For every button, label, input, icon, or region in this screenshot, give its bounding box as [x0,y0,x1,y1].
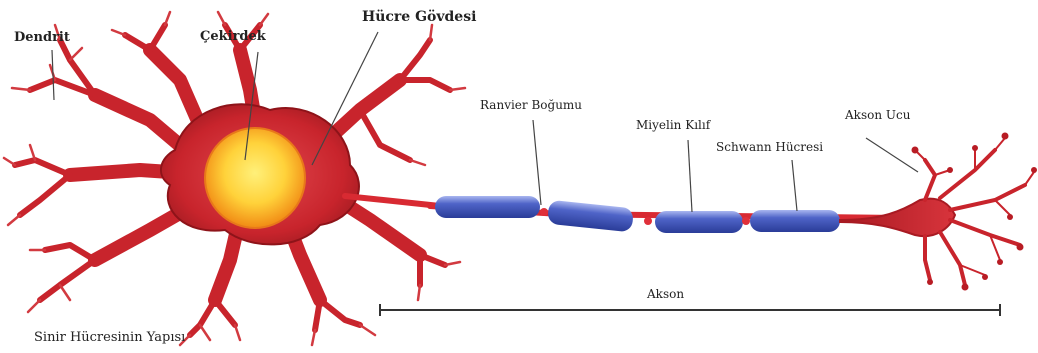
label-akson: Akson [647,287,684,301]
myelin-segment [435,196,540,218]
label-dendrit: Dendrit [14,30,70,45]
leader-line-schwann [792,160,797,211]
ranvier-node [644,217,652,225]
nucleus [205,128,305,228]
leader-line-ranvier [533,120,541,205]
myelin-segment [750,210,840,232]
label-hucre-govdesi: Hücre Gövdesi [362,9,476,25]
label-ranvier-bogumu: Ranvier Boğumu [480,98,582,112]
label-schwann-hucresi: Schwann Hücresi [716,140,823,154]
ranvier-node [742,217,750,225]
leader-line-miyelin [688,140,692,212]
myelin-segment [655,211,743,233]
diagram-caption: Sinir Hücresinin Yapısı [34,330,185,345]
axon-span-bracket [380,304,1000,316]
label-cekirdek: Çekirdek [200,29,266,44]
label-akson-ucu: Akson Ucu [845,108,910,122]
leader-line-akson-ucu [866,138,918,172]
axon-terminal [840,133,1037,291]
myelin-segment [547,200,634,233]
ranvier-node [540,208,548,216]
label-miyelin-kilif: Miyelin Kılıf [636,118,710,132]
